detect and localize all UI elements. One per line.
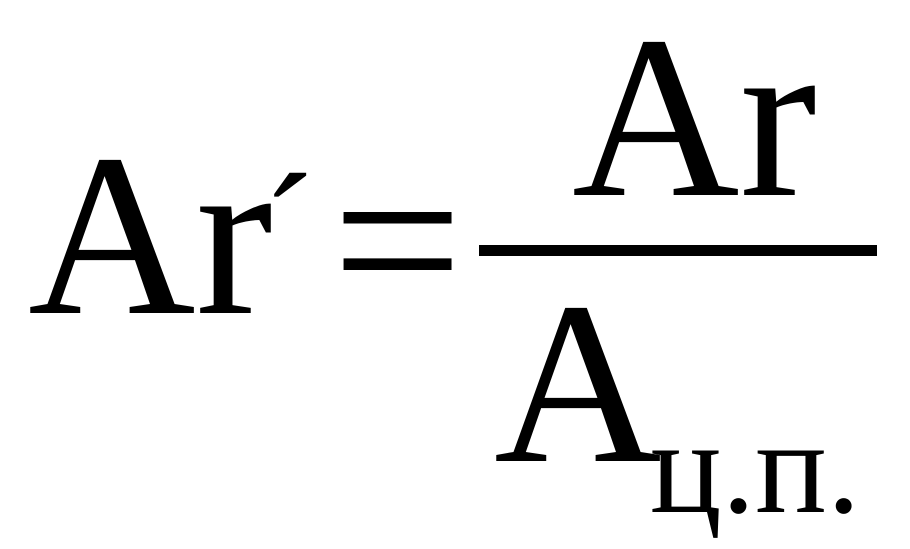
- denominator-symbol: A: [494, 255, 662, 512]
- lhs-symbol: Ar: [28, 107, 273, 364]
- prime-mark: ´: [262, 141, 316, 319]
- denominator-subscript: ц.п.: [650, 393, 861, 541]
- equals-sign: =: [332, 112, 463, 369]
- numerator: Ar: [572, 0, 817, 246]
- fraction-bar: [479, 245, 877, 256]
